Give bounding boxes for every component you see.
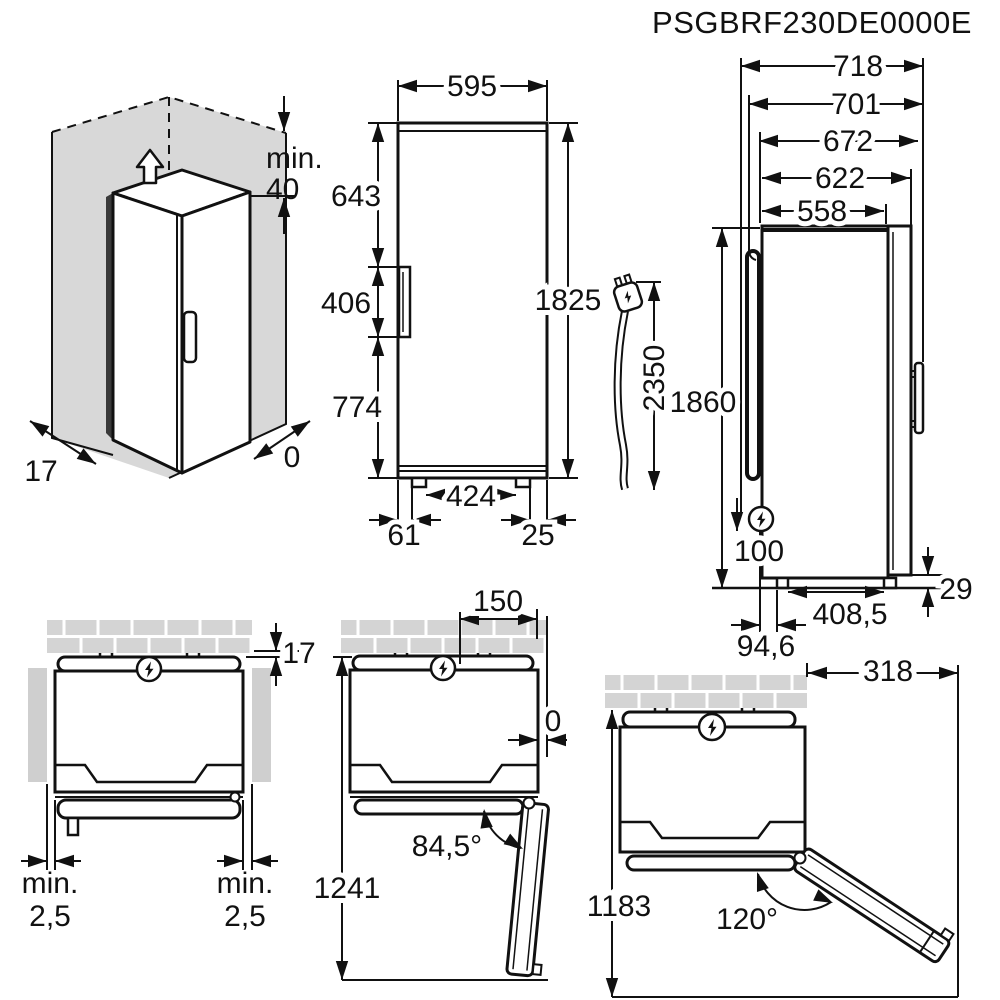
lightning-bolt-icon: [439, 660, 448, 677]
power-offset-150: 150: [473, 585, 523, 618]
side-foot-front: [882, 576, 898, 590]
side-door: [886, 224, 913, 577]
lightning-bolt-icon: [145, 661, 154, 678]
side-depth-672: 672: [823, 125, 873, 158]
door-open-84: [505, 801, 550, 978]
front-view: [396, 121, 549, 489]
front-foot-right: 25: [521, 519, 554, 552]
closed-min-right: min.: [217, 867, 274, 900]
door-slab: [505, 801, 550, 978]
door-closed-bar: [625, 854, 797, 872]
side-condenser: [745, 249, 761, 481]
side-depth-718: 718: [833, 50, 883, 83]
front-width: 595: [447, 70, 497, 103]
fridge-3d-door-face: [180, 190, 252, 475]
lightning-bolt-icon: [757, 511, 766, 528]
corner-wall-thickness: 17: [24, 455, 57, 488]
fridge-3d-gap-shadow: [106, 193, 113, 440]
side-foot-rear: 94,6: [737, 630, 795, 663]
closed-min-left: min.: [22, 867, 79, 900]
side-gap-0: 0: [545, 705, 562, 738]
hinge-pivot: [793, 851, 807, 865]
hinge-pivot: [229, 791, 241, 803]
power-point-top: [429, 654, 457, 682]
front-foot-left: [410, 476, 428, 489]
front-foot-left: 61: [387, 519, 420, 552]
cabinet-body: [348, 668, 540, 794]
adjacent-wall-left: [28, 668, 47, 782]
front-grip-groove: [350, 763, 538, 784]
closed-min-right-value: 2,5: [224, 900, 266, 933]
top-view-84: [348, 648, 550, 978]
cabinet-body: [618, 725, 807, 854]
side-height: 1860: [670, 386, 737, 419]
power-point-height: 100: [734, 535, 784, 568]
side-door-gap: 29: [939, 573, 972, 606]
front-feet-distance: 424: [446, 480, 496, 513]
side-foot-rear: [775, 576, 790, 590]
front-fridge-body: [396, 121, 549, 480]
lightning-bolt-icon: [708, 719, 717, 736]
power-point-top: [135, 655, 163, 683]
hinge-pivot: [522, 796, 536, 810]
front-grip-groove: [620, 820, 805, 840]
front-upper-section: 643: [331, 180, 381, 213]
generated-dimension-graphics: [21, 58, 959, 998]
front-handle: [397, 265, 412, 339]
front-height: 1825: [535, 284, 602, 317]
door-closed-bar: [353, 798, 525, 816]
fridge-3d-left-face: [111, 191, 184, 475]
door-angle-84: 84,5°: [412, 830, 482, 863]
side-view: [612, 224, 925, 590]
top-view-120: [618, 704, 955, 964]
cord-length: 2350: [638, 345, 671, 412]
power-plug-icon: [612, 273, 644, 313]
dimension-labels: PSGBRF230DE0000E min. 40 17 0 595 643 40…: [22, 5, 978, 941]
door-open-120: [793, 847, 955, 964]
side-depth-622: 622: [815, 162, 865, 195]
front-grip-groove: [55, 763, 243, 784]
drawing-title: PSGBRF230DE0000E: [652, 5, 972, 40]
power-point-side: [747, 505, 775, 533]
side-handle-bar: [913, 361, 925, 435]
front-foot-right: [514, 476, 532, 489]
side-depth-701: 701: [831, 88, 881, 121]
swing-depth-1183: 1183: [587, 890, 652, 923]
plug-bolt: [624, 290, 632, 304]
corner-side-gap: 0: [284, 441, 301, 474]
door-closed-bar: [56, 798, 242, 820]
fridge-3d-handle: [182, 310, 198, 364]
door-slab: [793, 847, 951, 964]
corner-min-value: 40: [266, 173, 299, 206]
door-inner-line: [526, 809, 544, 971]
door-inner-line: [807, 854, 944, 945]
side-depth-558: 558: [797, 195, 847, 228]
door-end-cap: [918, 930, 935, 954]
wall-dashed-edges: [51, 95, 287, 192]
door-stop: [66, 816, 80, 837]
adjacent-wall-right: [252, 668, 271, 782]
power-point-top: [697, 712, 727, 742]
door-handle-nub: [939, 927, 955, 943]
swing-depth-1241: 1241: [314, 872, 381, 905]
door-inner-line: [512, 807, 530, 970]
top-view-closed: [28, 649, 271, 837]
door-inner-line: [799, 865, 936, 957]
front-lower-section: 774: [332, 391, 382, 424]
corner-min-label: min.: [266, 142, 323, 175]
lift-arrow-icon: [135, 148, 165, 185]
side-feet-distance: 408,5: [812, 598, 887, 631]
corner-view: [51, 95, 287, 479]
side-offset-318: 318: [863, 655, 913, 688]
cabinet-body: [53, 669, 245, 794]
closed-rear-gap: 17: [282, 637, 315, 670]
power-cord: [615, 310, 627, 490]
closed-min-left-value: 2,5: [29, 900, 71, 933]
side-condenser-hook: [748, 249, 757, 261]
door-angle-120: 120°: [716, 903, 778, 936]
door-handle-nub: [531, 963, 543, 976]
side-fridge-body: [760, 224, 890, 580]
front-handle-section: 406: [321, 287, 371, 320]
